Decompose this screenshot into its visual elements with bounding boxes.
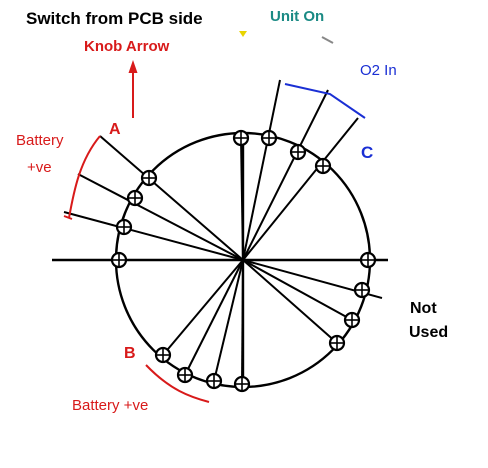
battery-bottom-bracket — [145, 364, 210, 403]
position-c-label: C — [361, 143, 374, 162]
contact-pin — [353, 281, 371, 299]
contact-spoke — [184, 259, 244, 376]
contact-spoke — [213, 259, 244, 382]
battery-top-bracket — [68, 135, 101, 219]
contact-pin — [154, 346, 172, 364]
contact-spoke — [242, 259, 338, 344]
contact-pin — [140, 169, 158, 187]
contact-pin — [289, 143, 307, 161]
contact-spoke — [242, 259, 353, 321]
battery-top-polarity-label: +ve — [27, 159, 52, 176]
contact-spoke — [63, 211, 244, 261]
not-used-label-line2: Used — [409, 324, 449, 341]
battery-bottom-label: Battery +ve — [72, 397, 149, 414]
diagram-title: Switch from PCB side — [26, 9, 203, 28]
position-b-label: B — [124, 345, 136, 362]
knob-arrow-label: Knob Arrow — [84, 38, 170, 55]
contact-spoke — [240, 137, 244, 261]
battery-top-label: Battery — [16, 132, 64, 149]
position-a-label: A — [109, 121, 121, 138]
o2-in-label: O2 In — [360, 62, 397, 79]
o2-in-bracket — [284, 83, 366, 119]
contact-pin — [359, 251, 377, 269]
contact-spoke — [241, 259, 244, 385]
contact-spoke — [77, 173, 244, 261]
contact-spoke — [162, 259, 244, 356]
contact-spoke — [242, 89, 329, 261]
contact-pin — [176, 366, 194, 384]
contact-pin — [232, 129, 250, 147]
contact-pin — [343, 311, 361, 329]
contact-pin — [260, 129, 278, 147]
not-used-label-line1: Not — [410, 300, 437, 317]
contact-pin — [233, 375, 251, 393]
contact-spoke — [99, 135, 244, 261]
contact-pin — [110, 251, 128, 269]
corner-arrow — [321, 36, 334, 44]
contact-spoke — [242, 117, 359, 261]
yellow-marker — [239, 31, 247, 37]
contact-spoke — [242, 79, 281, 261]
contact-pin — [115, 218, 133, 236]
contact-pins — [110, 129, 377, 393]
contact-pin — [314, 157, 332, 175]
unit-on-label: Unit On — [270, 8, 325, 25]
contact-spokes — [63, 79, 383, 385]
contact-pin — [126, 189, 144, 207]
knob-arrow-indicator — [128, 60, 138, 118]
contact-pin — [205, 372, 223, 390]
contact-pin — [328, 334, 346, 352]
